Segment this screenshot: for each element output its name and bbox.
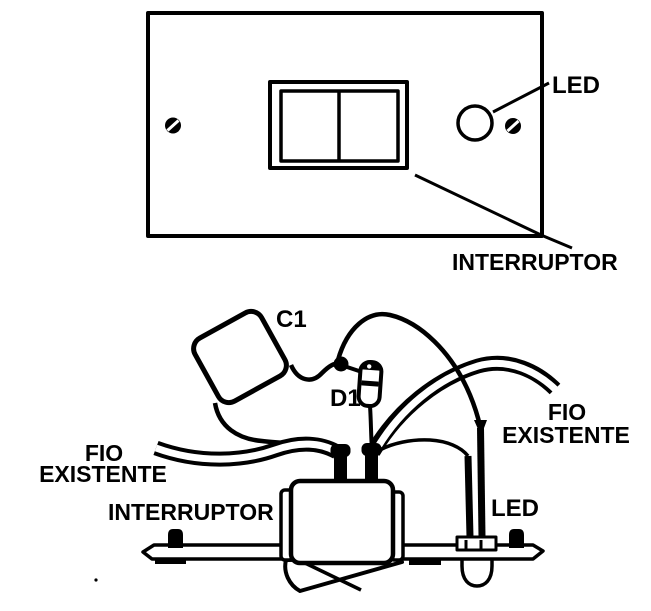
plate-stud-right	[509, 529, 524, 548]
fio-existente-left-wire-core	[154, 440, 337, 463]
led-callout-label: LED	[552, 72, 600, 99]
fio-existente-left-label-line1: FIO	[85, 440, 123, 466]
led-right-lead	[477, 427, 486, 538]
solder-junction-dot	[333, 356, 349, 372]
led-hole	[456, 104, 494, 142]
rocker-edge-line	[304, 561, 362, 592]
led-bottom-label: LED	[491, 495, 539, 522]
faceplate-view: LED INTERRUPTOR	[146, 11, 618, 275]
screw-right-icon	[505, 118, 521, 134]
fio-existente-right-label-line2: EXISTENTE	[502, 422, 630, 448]
fio-existente-right-wire-core	[372, 359, 560, 452]
led-left-lead	[464, 455, 474, 538]
interruptor-bottom-label: INTERRUPTOR	[108, 499, 274, 525]
screw-left-icon	[165, 117, 181, 134]
switch-terminal-left	[330, 444, 351, 483]
switch-body	[288, 478, 396, 566]
plate-stud-left	[168, 529, 183, 548]
switch-terminal-right	[361, 443, 382, 483]
c1-top-lead-wire	[288, 361, 342, 382]
junction-to-led-wire	[335, 311, 483, 427]
fio-existente-left-label-line2: EXISTENTE	[39, 461, 167, 487]
interruptor-leader-line	[414, 173, 573, 250]
led-leader-line	[492, 81, 550, 114]
d1-label: D1	[330, 385, 361, 412]
fio-existente-right-label-line1: FIO	[548, 399, 586, 425]
capacitor-c1-body	[191, 308, 289, 406]
c1-label: C1	[276, 306, 307, 333]
print-speck	[94, 578, 98, 582]
switch-to-led-wire	[377, 438, 470, 458]
wiring-view: C1 D1 FIO EXISTENTE FIO EXISTENTE INTERR…	[39, 306, 630, 593]
interruptor-callout-label: INTERRUPTOR	[452, 249, 618, 275]
diode-d1-body	[356, 359, 384, 409]
led-holder	[455, 535, 498, 552]
